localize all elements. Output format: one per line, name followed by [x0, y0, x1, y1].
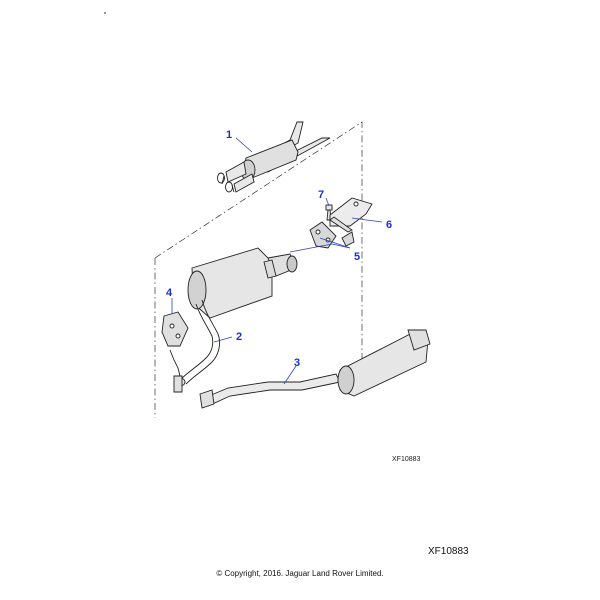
corner-mark: [104, 12, 106, 14]
callout-2: 2: [236, 331, 242, 343]
callout-3: 3: [294, 357, 300, 369]
reference-code: XF10883: [428, 546, 469, 557]
part-2-tail-pipe: [173, 299, 221, 393]
part-4-rubber-mount: [161, 311, 189, 377]
callouts: 1 2 3 4 5 6 7: [166, 129, 392, 369]
callout-6: 6: [386, 219, 392, 231]
boundary-frame: [154, 121, 363, 418]
callout-1: 1: [226, 129, 232, 141]
part-6-mounting-bracket: [329, 197, 373, 233]
callout-4: 4: [166, 287, 173, 299]
part-1-front-pipe-assembly: [217, 121, 331, 193]
leader-lines: [171, 137, 383, 385]
callout-7: 7: [318, 189, 324, 201]
callout-5: 5: [354, 251, 360, 263]
reference-code-small: XF10883: [392, 456, 421, 463]
rear-silencer: [187, 247, 298, 319]
copyright-notice: © Copyright, 2016. Jaguar Land Rover Lim…: [216, 569, 384, 578]
part-3-intermediate-pipe: [199, 329, 431, 409]
